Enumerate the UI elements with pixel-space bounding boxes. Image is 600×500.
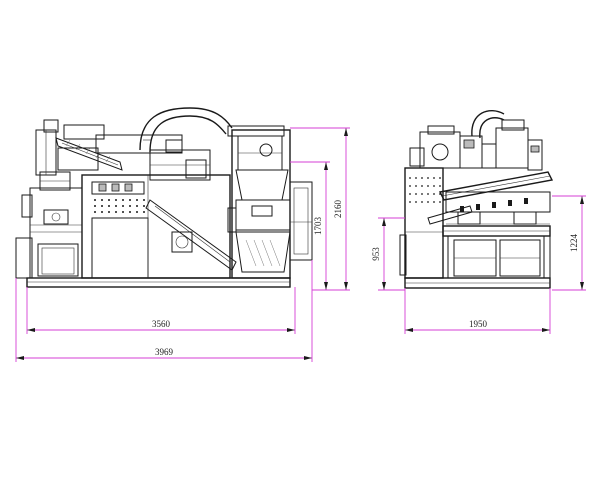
side-view [399,109,554,289]
front-view [15,107,313,288]
dim-front-total-length: 3969 [155,347,174,357]
dim-front-inner-length: 3560 [152,319,171,329]
side-dimensions: 1950 953 1224 [371,195,586,334]
dim-side-width: 1950 [469,319,488,329]
front-dimensions: 3560 3969 1703 2160 [15,127,350,362]
dim-side-table-height: 1224 [569,234,579,253]
dim-side-low-height: 953 [371,247,381,261]
dim-front-total-height: 2160 [333,200,343,219]
dim-front-mid-height: 1703 [313,217,323,236]
